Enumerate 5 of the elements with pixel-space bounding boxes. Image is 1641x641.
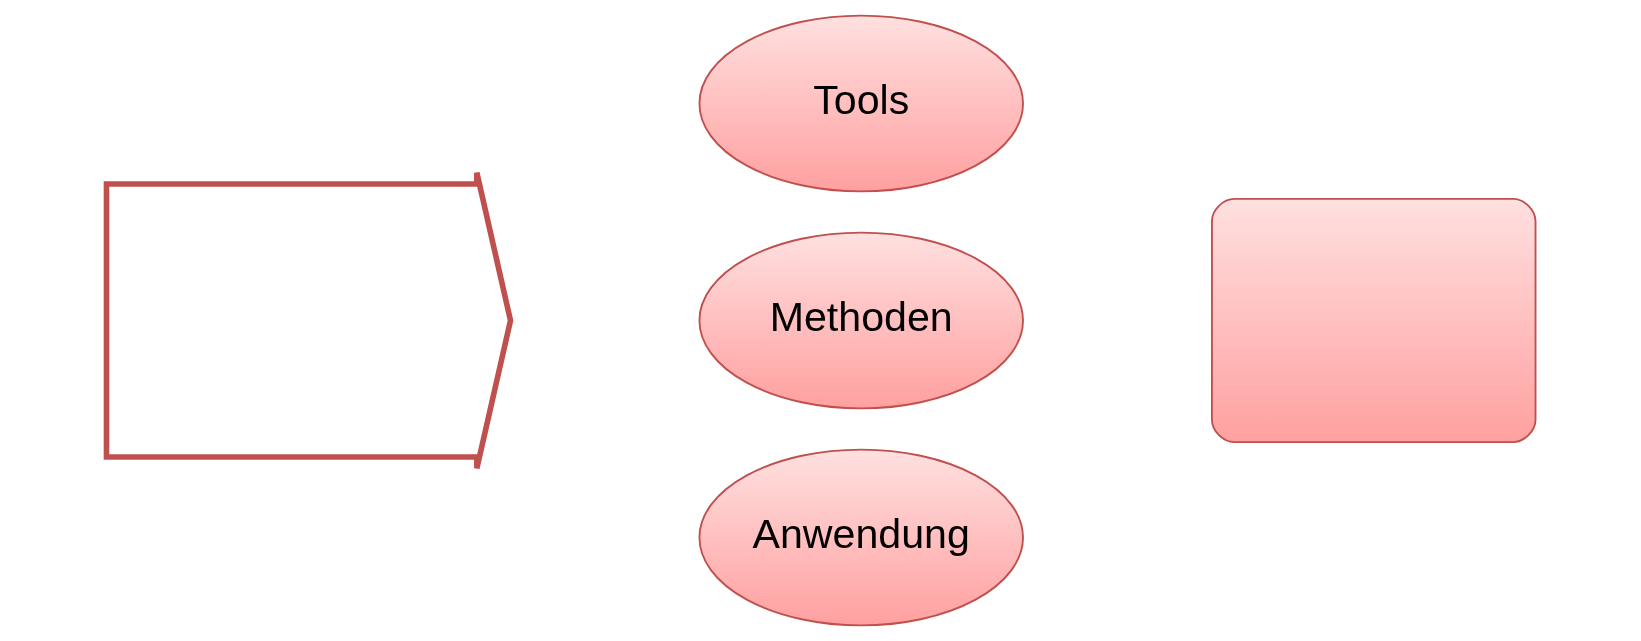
node-ellipse: Methoden [698,231,1024,410]
node-ellipse: Tools [698,14,1024,193]
node-arrow [103,169,513,472]
node-ellipse: Anwendung [698,448,1024,627]
node-box [1210,198,1536,443]
